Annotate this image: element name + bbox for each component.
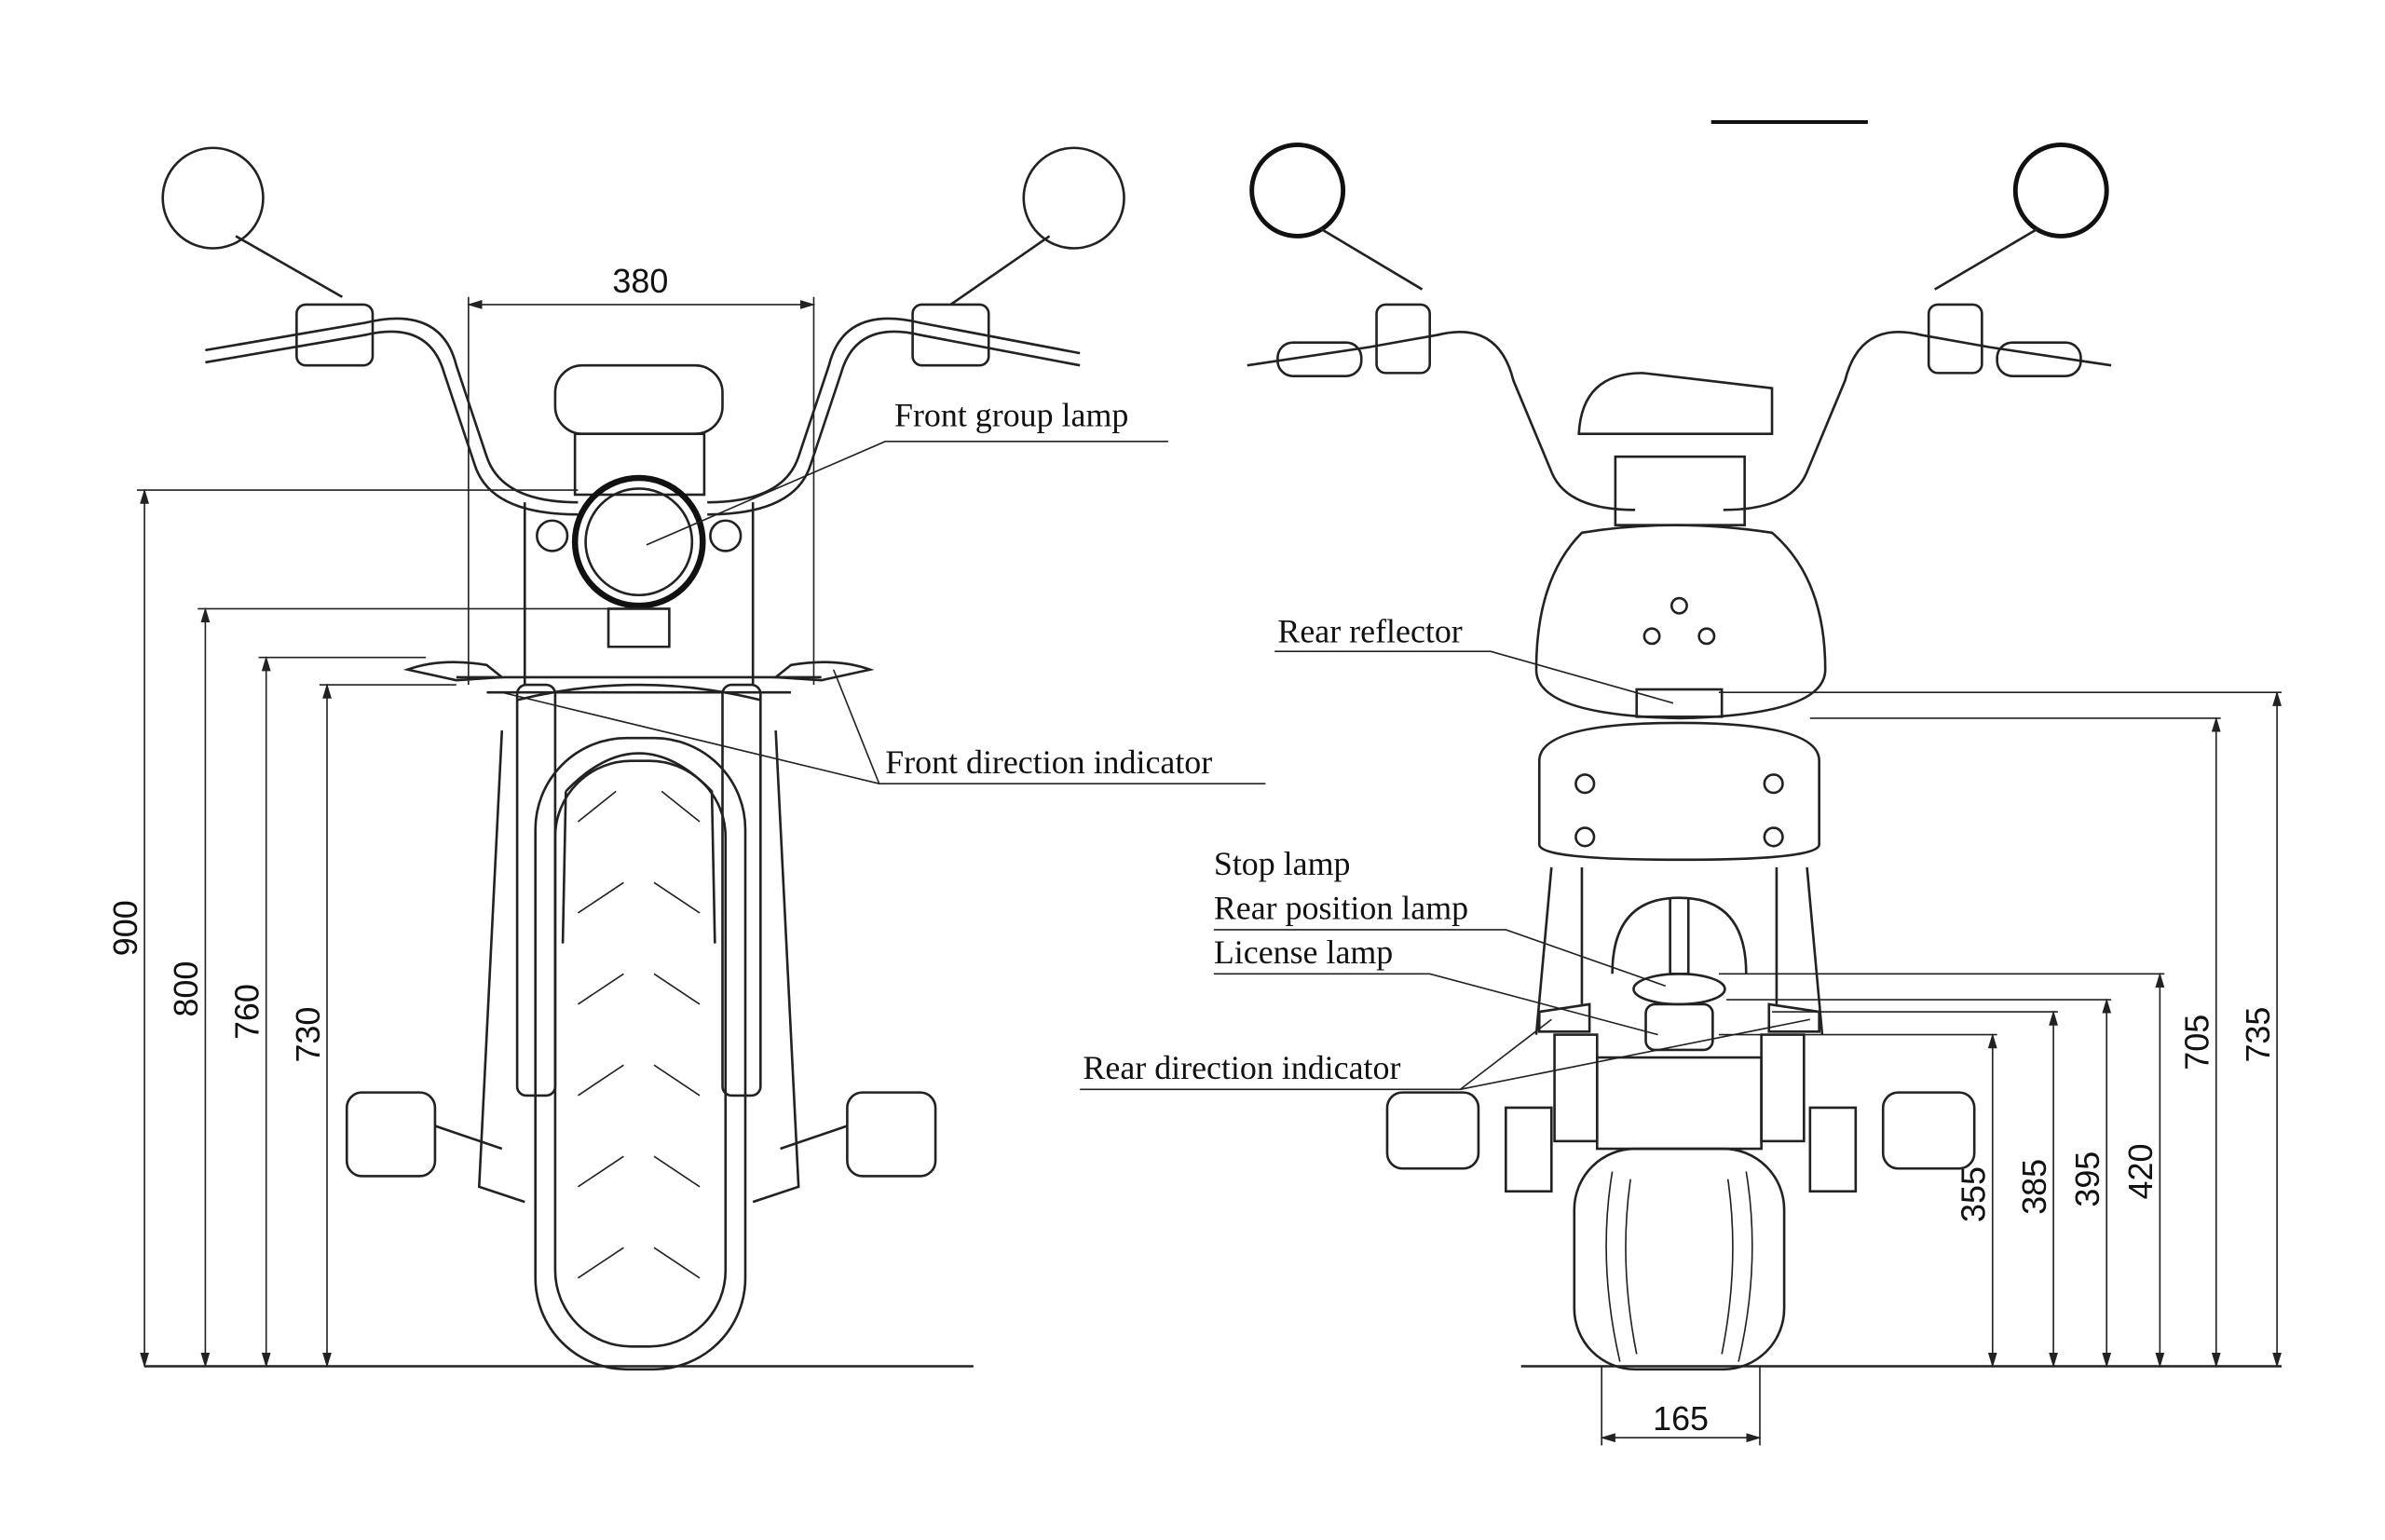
dim-900: 900 bbox=[106, 488, 579, 1369]
dim-380: 380 bbox=[467, 262, 816, 686]
rear-handlebar bbox=[1247, 303, 2112, 511]
dim-label-735: 735 bbox=[2239, 1007, 2277, 1063]
dim-label-165: 165 bbox=[1653, 1399, 1709, 1438]
label-rear-reflector: Rear reflector bbox=[1274, 612, 1674, 704]
rear-stem bbox=[1614, 455, 1746, 526]
front-view: 380 900 800 760 730 Front group lamp Fro… bbox=[106, 146, 1266, 1371]
dim-420: 420 bbox=[1718, 972, 2165, 1369]
front-mirror-left bbox=[161, 146, 343, 298]
label-stop-lamp-group: Stop lamp Rear position lamp License lam… bbox=[1214, 845, 1667, 1036]
rear-view: 165 735 705 420 395 385 355 Rear reflect… bbox=[1080, 119, 2282, 1446]
label-rear-position-lamp: Rear position lamp bbox=[1214, 889, 1468, 926]
dim-165: 165 bbox=[1600, 1366, 1762, 1446]
dim-label-760: 760 bbox=[228, 984, 266, 1040]
front-fork bbox=[477, 683, 800, 1204]
svg-text:Front group lamp: Front group lamp bbox=[894, 397, 1128, 434]
dim-label-900: 900 bbox=[106, 900, 144, 956]
rear-reflector-body bbox=[1534, 524, 1827, 720]
rear-wheel bbox=[1573, 1147, 1786, 1371]
dim-label-420: 420 bbox=[2121, 1144, 2160, 1200]
svg-text:Front direction indicator: Front direction indicator bbox=[885, 743, 1212, 781]
rear-mirror-right bbox=[1934, 143, 2109, 291]
rear-indicators bbox=[1537, 1002, 1820, 1033]
front-wheel bbox=[534, 736, 747, 1371]
label-front-group-lamp: Front group lamp bbox=[646, 397, 1168, 546]
rear-mirror-left bbox=[1249, 143, 1424, 291]
dim-800: 800 bbox=[167, 606, 609, 1369]
dim-label-355: 355 bbox=[1955, 1166, 1993, 1222]
dim-label-730: 730 bbox=[289, 1007, 327, 1063]
dim-label-385: 385 bbox=[2015, 1159, 2053, 1215]
front-footrests bbox=[345, 1091, 937, 1178]
dim-label-705: 705 bbox=[2178, 1015, 2216, 1070]
front-display bbox=[553, 363, 724, 435]
label-rear-direction-indicator: Rear direction indicator bbox=[1080, 1018, 1811, 1091]
dim-355: 355 bbox=[1718, 1032, 1997, 1369]
dim-705: 705 bbox=[1809, 716, 2221, 1369]
rear-stop-lamp bbox=[1632, 897, 1726, 1052]
label-stop-lamp: Stop lamp bbox=[1214, 845, 1351, 882]
svg-text:Rear reflector: Rear reflector bbox=[1277, 612, 1462, 649]
front-indicator-left bbox=[402, 661, 506, 682]
dim-385: 385 bbox=[1772, 1010, 2058, 1369]
front-group-lamp bbox=[536, 474, 743, 609]
dim-395: 395 bbox=[1726, 998, 2112, 1369]
dim-735: 735 bbox=[1718, 690, 2282, 1369]
front-stem bbox=[573, 432, 706, 497]
dim-label-380: 380 bbox=[612, 262, 668, 300]
dim-label-800: 800 bbox=[167, 961, 205, 1017]
label-front-direction-indicator: Front direction indicator bbox=[501, 669, 1266, 785]
dim-label-395: 395 bbox=[2068, 1152, 2106, 1207]
label-license-lamp: License lamp bbox=[1214, 934, 1393, 971]
front-indicator-right bbox=[772, 661, 875, 682]
rear-seat-back bbox=[1537, 721, 1820, 862]
license-plate bbox=[1595, 1056, 1763, 1151]
front-mirror-right bbox=[949, 146, 1125, 306]
rear-footrests bbox=[1385, 1091, 1976, 1193]
front-handlebar bbox=[205, 303, 1081, 516]
rear-display bbox=[1577, 372, 1774, 435]
svg-text:Rear direction indicator: Rear direction indicator bbox=[1083, 1049, 1400, 1086]
dim-730: 730 bbox=[289, 683, 457, 1369]
dim-760: 760 bbox=[228, 656, 427, 1369]
